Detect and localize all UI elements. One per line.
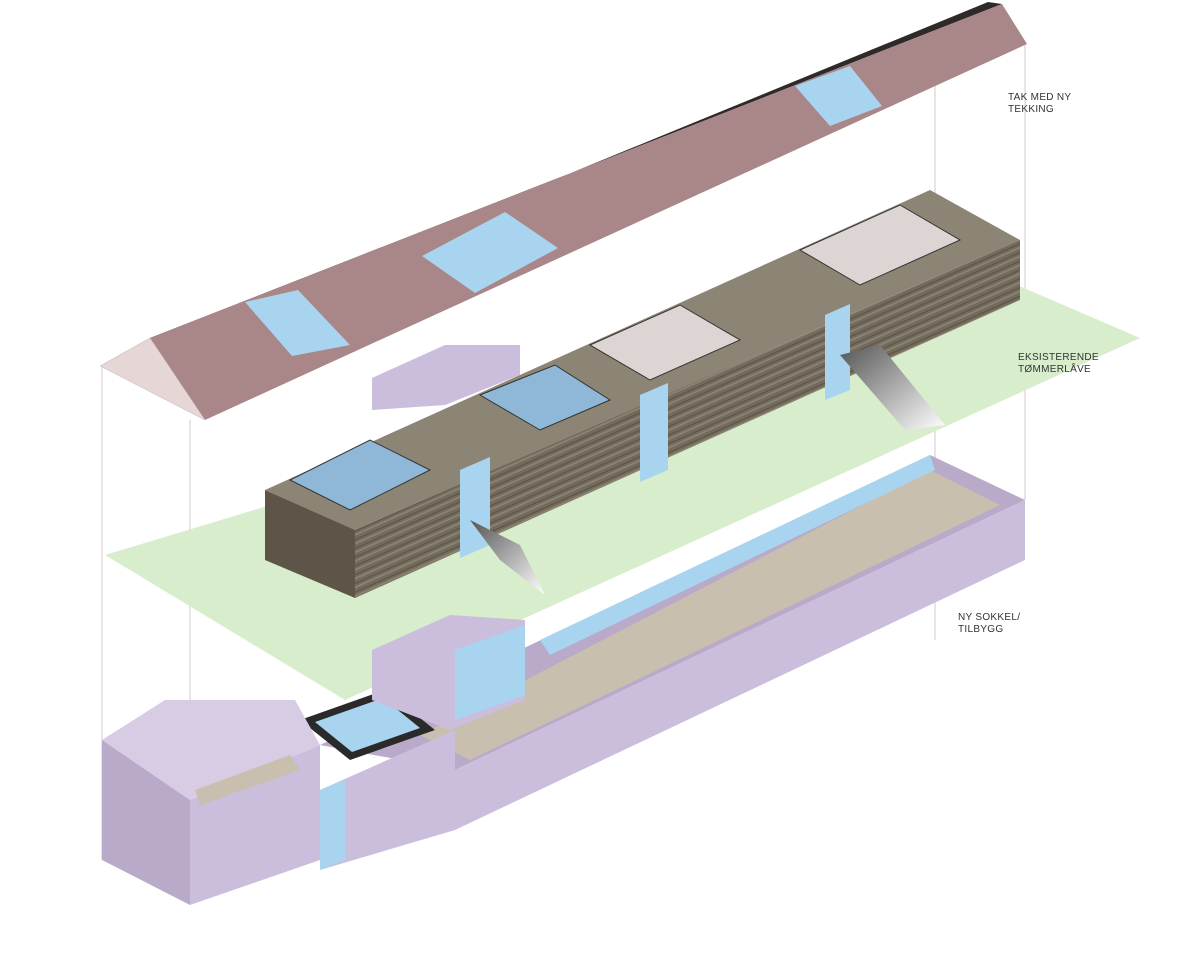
roof (99, 2, 1027, 421)
label-roof: TAK MED NY TEKKING (1008, 92, 1071, 116)
label-roof-line2: TEKKING (1008, 104, 1054, 115)
label-base-line1: NY SOKKEL/ (958, 612, 1021, 623)
roof-skylight (422, 212, 558, 293)
label-roof-line1: TAK MED NY (1008, 92, 1072, 103)
plinth-extension (102, 455, 1025, 905)
label-barn-line1: EKSISTERENDE (1018, 352, 1099, 363)
label-base-line2: TILBYGG (958, 624, 1004, 635)
label-base: NY SOKKEL/ TILBYGG (958, 612, 1020, 636)
label-barn-line2: TØMMERLÅVE (1018, 364, 1092, 375)
roof-skylight (795, 66, 882, 126)
timber-barn (265, 190, 1020, 598)
label-barn: EKSISTERENDE TØMMERLÅVE (1018, 352, 1099, 376)
roof-skylight (245, 290, 350, 356)
